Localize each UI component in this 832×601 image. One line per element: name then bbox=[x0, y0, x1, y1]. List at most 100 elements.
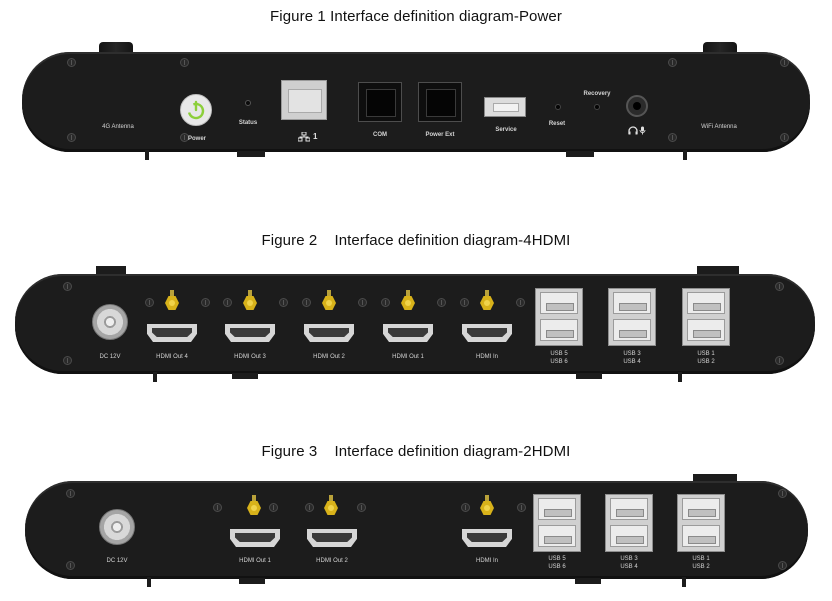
sma-connector-icon[interactable] bbox=[480, 495, 494, 515]
usb-6-label: USB 6 bbox=[548, 564, 566, 570]
screw bbox=[668, 58, 677, 67]
status-label: Status bbox=[238, 120, 258, 126]
hdmi-out-2-port[interactable] bbox=[304, 324, 354, 342]
sma-connector-icon[interactable] bbox=[247, 495, 261, 515]
figure-1-title: Figure 1 Interface definition diagram-Po… bbox=[270, 8, 562, 25]
sma-connector-icon[interactable] bbox=[165, 290, 179, 310]
network-icon bbox=[298, 132, 310, 142]
foot bbox=[145, 150, 149, 160]
bottom-tab bbox=[232, 373, 258, 379]
figure-2-device-panel: DC 12V HDMI Out 4 HDMI Out 3 HDMI Out 2 … bbox=[15, 274, 815, 374]
screw bbox=[358, 298, 367, 307]
power-ext-label: Power Ext bbox=[425, 132, 455, 138]
usb-5-label: USB 5 bbox=[550, 351, 568, 357]
sma-connector-icon[interactable] bbox=[243, 290, 257, 310]
foot bbox=[683, 150, 687, 160]
screw bbox=[780, 133, 789, 142]
hdmi-out-1-port[interactable] bbox=[383, 324, 433, 342]
usb-6-label: USB 6 bbox=[550, 359, 568, 365]
bottom-tab bbox=[566, 151, 594, 157]
usb-2-label: USB 2 bbox=[697, 359, 715, 365]
usb-3-label: USB 3 bbox=[623, 351, 641, 357]
screw bbox=[302, 298, 311, 307]
hdmi-out-3-label: HDMI Out 3 bbox=[234, 354, 266, 360]
audio-jack[interactable] bbox=[626, 95, 648, 117]
screw bbox=[357, 503, 366, 512]
screw bbox=[461, 503, 470, 512]
screw bbox=[778, 489, 787, 498]
hdmi-out-1-label: HDMI Out 1 bbox=[239, 558, 271, 564]
headphone-mic-icon bbox=[628, 126, 646, 135]
dc-power-jack[interactable] bbox=[92, 304, 128, 340]
power-button[interactable] bbox=[180, 94, 212, 126]
usb-5-label: USB 5 bbox=[548, 556, 566, 562]
usb-5-6-ports[interactable] bbox=[533, 494, 581, 552]
hdmi-in-port[interactable] bbox=[462, 529, 512, 547]
dc-power-jack[interactable] bbox=[99, 509, 135, 545]
screw bbox=[778, 561, 787, 570]
hdmi-out-1-port[interactable] bbox=[230, 529, 280, 547]
bottom-tab bbox=[575, 578, 601, 584]
top-tab bbox=[96, 266, 126, 276]
dc-label: DC 12V bbox=[106, 558, 128, 564]
screw bbox=[381, 298, 390, 307]
figure-3-title: Figure 3 Interface definition diagram-2H… bbox=[261, 443, 571, 460]
figure-2-title: Figure 2 Interface definition diagram-4H… bbox=[261, 232, 571, 249]
foot bbox=[678, 372, 682, 382]
bottom-tab bbox=[239, 578, 265, 584]
screw bbox=[213, 503, 222, 512]
recovery-pinhole[interactable] bbox=[594, 104, 600, 110]
screw bbox=[145, 298, 154, 307]
screw bbox=[460, 298, 469, 307]
hdmi-out-4-port[interactable] bbox=[147, 324, 197, 342]
sma-connector-icon[interactable] bbox=[322, 290, 336, 310]
hdmi-out-3-port[interactable] bbox=[225, 324, 275, 342]
hdmi-out-2-label: HDMI Out 2 bbox=[313, 354, 345, 360]
lan-port-number: 1 bbox=[313, 132, 318, 141]
reset-label: Reset bbox=[548, 121, 566, 127]
usb-4-label: USB 4 bbox=[623, 359, 641, 365]
usb-1-2-ports[interactable] bbox=[677, 494, 725, 552]
screw bbox=[517, 503, 526, 512]
usb-3-4-ports[interactable] bbox=[605, 494, 653, 552]
figure-3-device-panel: DC 12V HDMI Out 1 HDMI Out 2 HDMI In USB… bbox=[25, 481, 808, 579]
usb-1-2-ports[interactable] bbox=[682, 288, 730, 346]
sma-connector-icon[interactable] bbox=[401, 290, 415, 310]
power-icon bbox=[187, 100, 205, 120]
hdmi-in-label: HDMI In bbox=[475, 354, 499, 360]
screw bbox=[66, 489, 75, 498]
reset-pinhole[interactable] bbox=[555, 104, 561, 110]
screw bbox=[269, 503, 278, 512]
bottom-tab bbox=[237, 151, 265, 157]
foot bbox=[147, 577, 151, 587]
hdmi-in-port[interactable] bbox=[462, 324, 512, 342]
sma-connector-icon[interactable] bbox=[480, 290, 494, 310]
screw bbox=[201, 298, 210, 307]
screw bbox=[223, 298, 232, 307]
screw bbox=[668, 133, 677, 142]
screw bbox=[63, 356, 72, 365]
foot bbox=[682, 577, 686, 587]
wifi-antenna-label: WiFi Antenna bbox=[701, 124, 737, 130]
power-label: Power bbox=[187, 136, 207, 142]
screw bbox=[180, 58, 189, 67]
screw bbox=[67, 58, 76, 67]
hdmi-in-label: HDMI In bbox=[475, 558, 499, 564]
screw bbox=[66, 561, 75, 570]
screw bbox=[775, 356, 784, 365]
service-usb-port[interactable] bbox=[484, 97, 526, 117]
usb-3-4-ports[interactable] bbox=[608, 288, 656, 346]
foot bbox=[153, 372, 157, 382]
bottom-tab bbox=[576, 373, 602, 379]
com-label: COM bbox=[373, 132, 387, 138]
ethernet-port[interactable] bbox=[281, 80, 327, 120]
sma-connector-icon[interactable] bbox=[324, 495, 338, 515]
screw bbox=[437, 298, 446, 307]
com-port[interactable] bbox=[358, 82, 402, 122]
power-ext-port[interactable] bbox=[418, 82, 462, 122]
screw bbox=[516, 298, 525, 307]
usb-1-label: USB 1 bbox=[692, 556, 710, 562]
usb-5-6-ports[interactable] bbox=[535, 288, 583, 346]
hdmi-out-2-port[interactable] bbox=[307, 529, 357, 547]
screw bbox=[780, 58, 789, 67]
